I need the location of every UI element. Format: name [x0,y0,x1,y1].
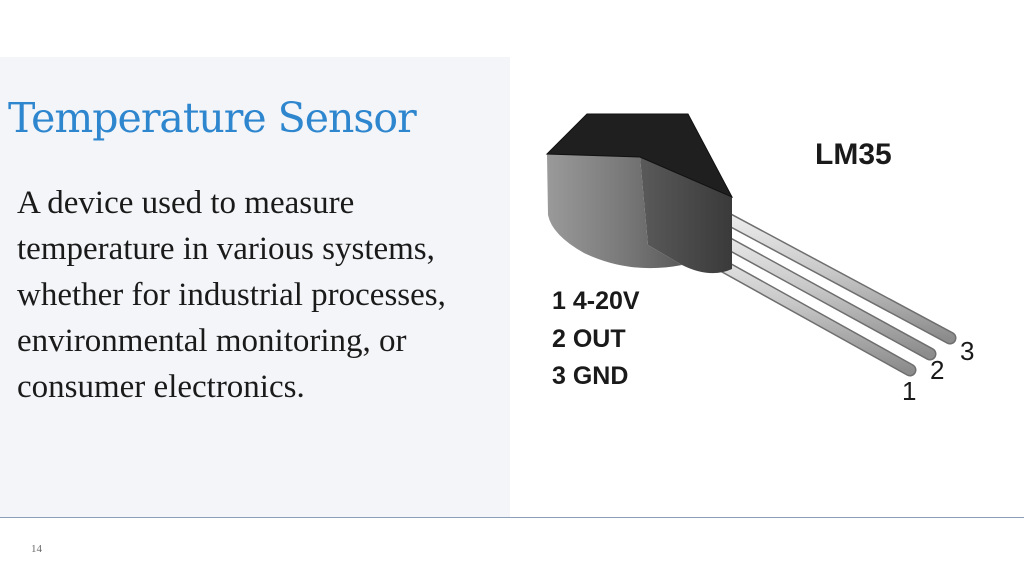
slide-title: Temperature Sensor [8,94,417,142]
page-number: 14 [31,543,42,555]
pin-label-3: 3 GND [552,362,628,390]
lm35-sensor-figure: LM35 1 4-20V 2 OUT 3 GND 1 2 3 [510,57,1024,517]
footer-divider [0,517,1024,518]
pin-label-2: 2 OUT [552,325,626,353]
lm35-sensor-illustration: LM35 1 4-20V 2 OUT 3 GND 1 2 3 [545,113,974,406]
part-name-label: LM35 [815,138,892,171]
lead-number-1: 1 [902,376,916,406]
sensor-body [545,113,734,274]
lead-number-3: 3 [960,336,974,366]
lead-number-2: 2 [930,355,944,385]
pin-label-1: 1 4-20V [552,287,640,315]
text-panel [0,57,510,517]
slide-body-text: A device used to measure temperature in … [17,185,446,405]
